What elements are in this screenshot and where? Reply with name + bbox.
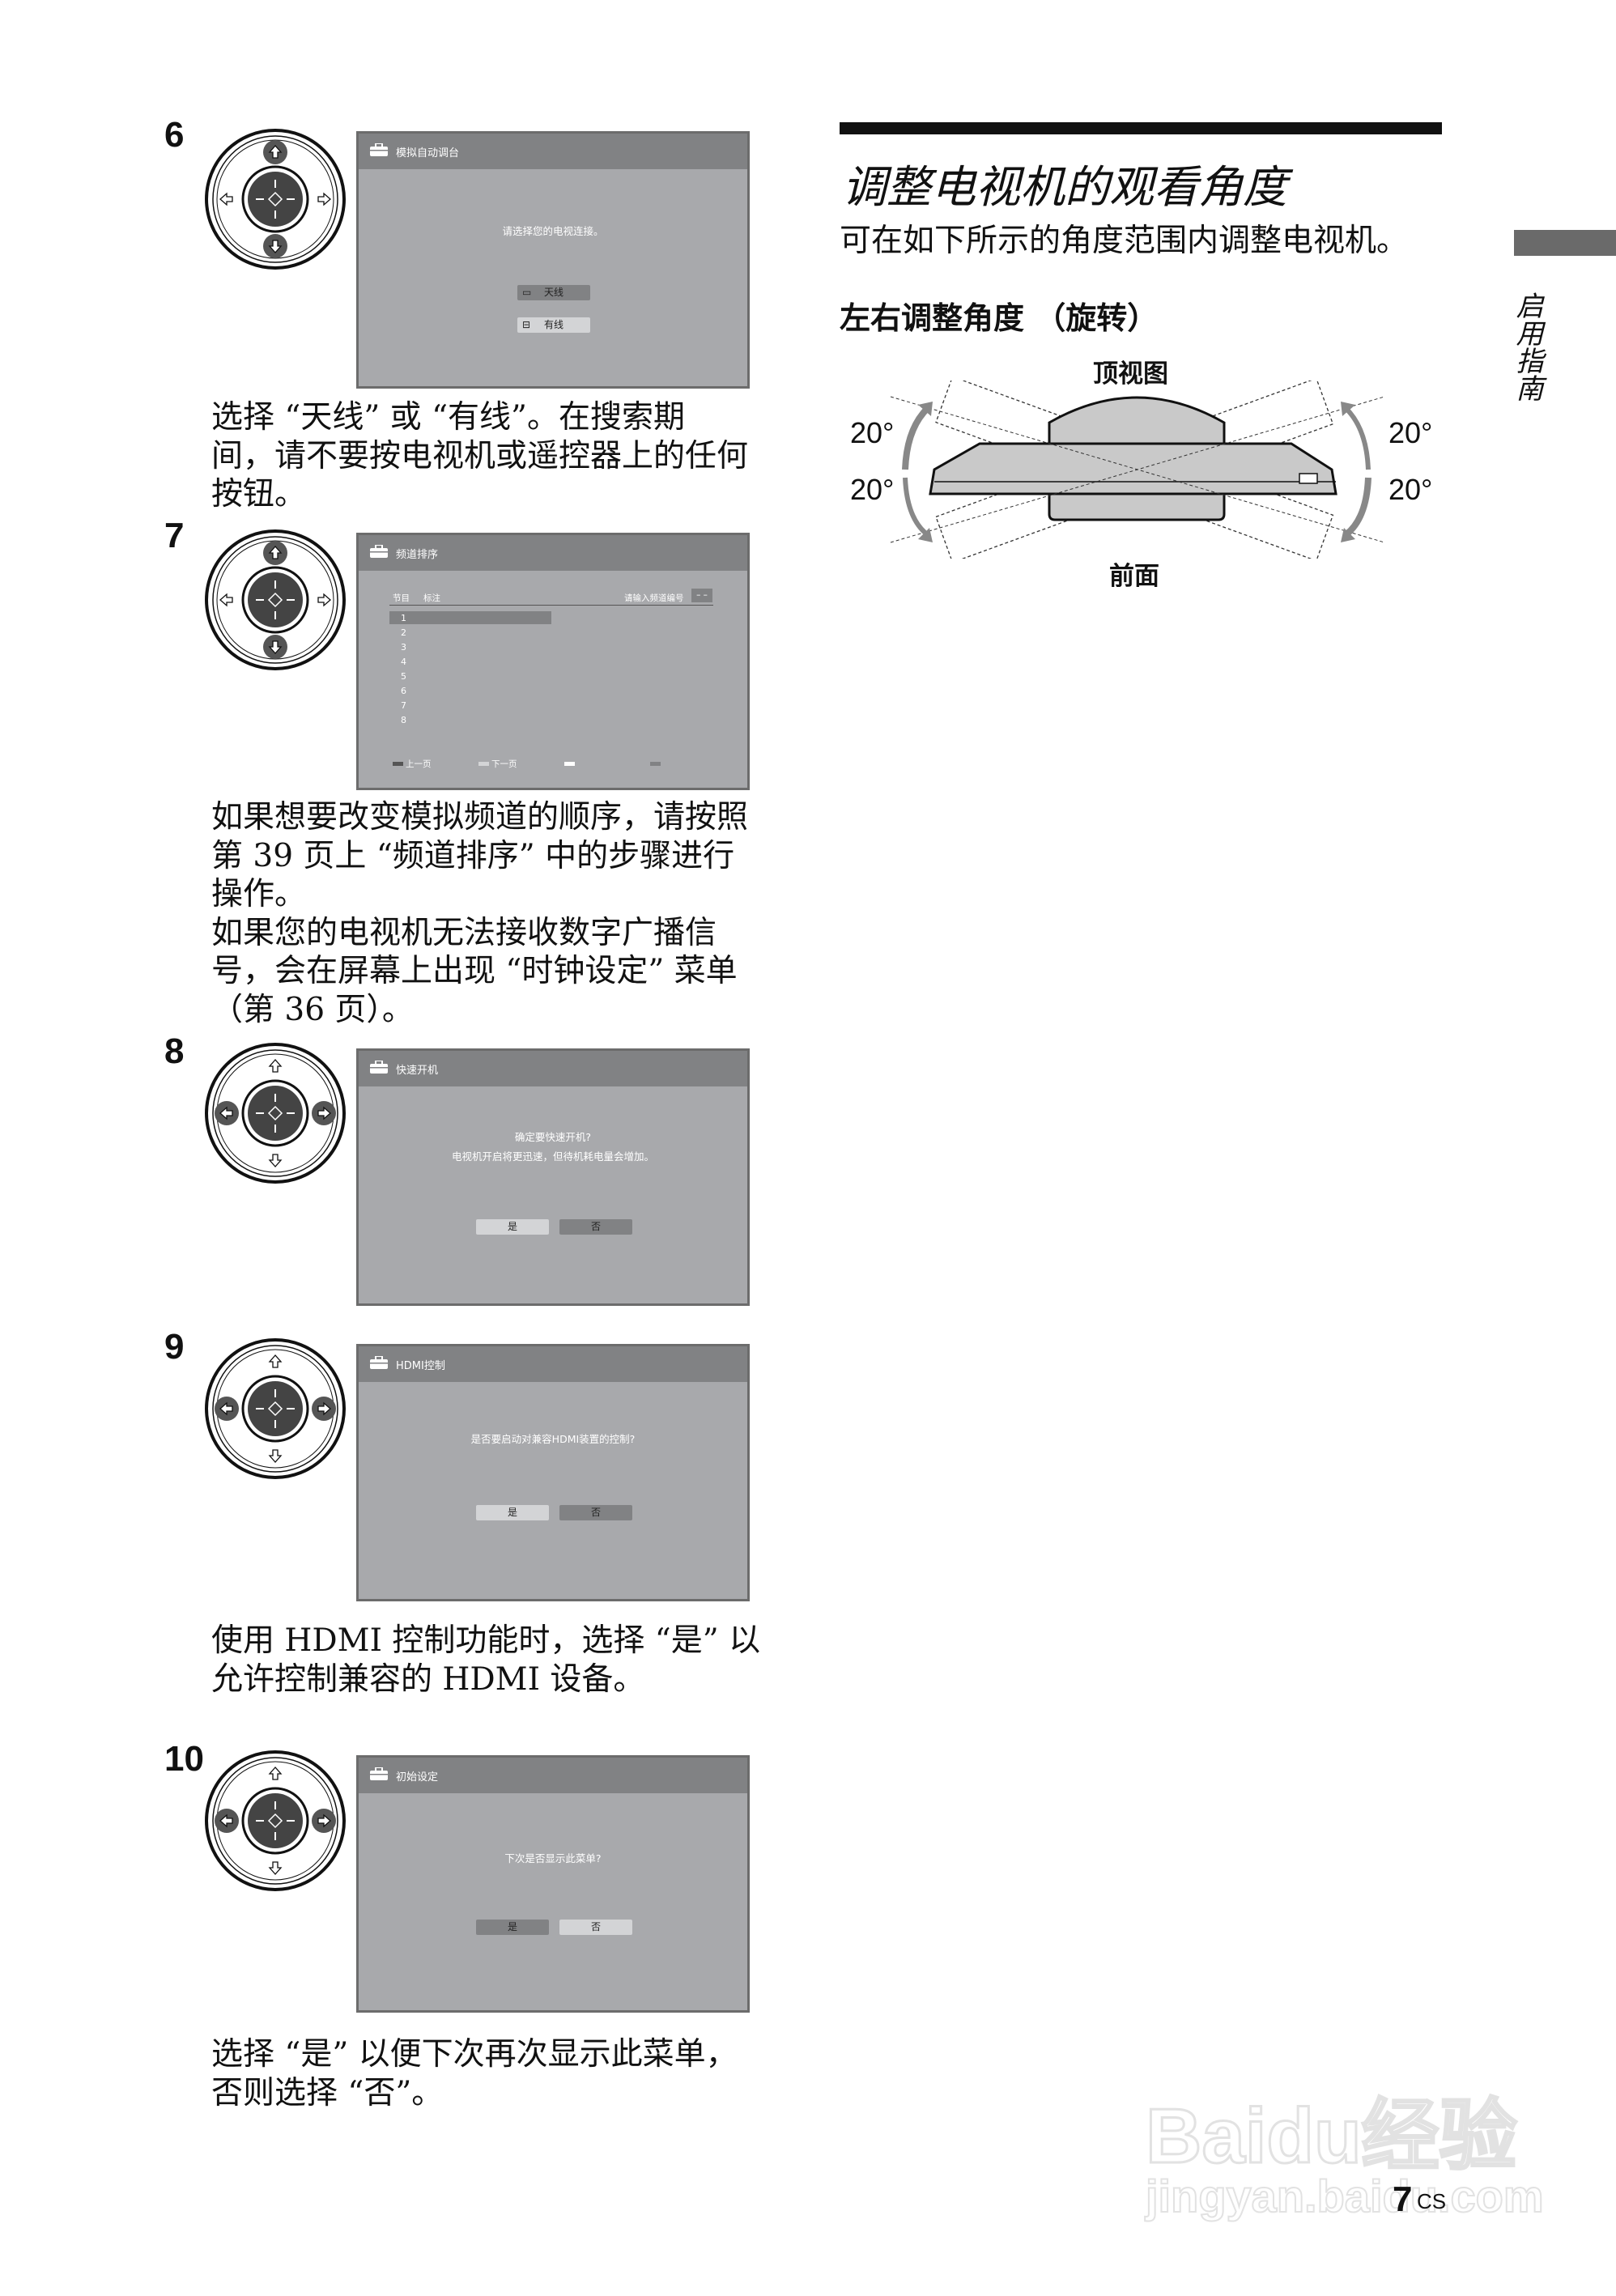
row-highlight: [389, 611, 551, 624]
tv-screen-hdmi-control: HDMI控制 是否要启动对兼容HDMI装置的控制? 是 否: [356, 1344, 750, 1601]
screen-header: HDMI控制: [359, 1346, 747, 1382]
step-number: 7: [164, 516, 185, 555]
toolbox-icon: [370, 1356, 388, 1369]
screen-message: 是否要启动对兼容HDMI装置的控制?: [470, 1433, 636, 1445]
tv-swivel-diagram: [890, 381, 1385, 559]
side-tab-label: 启用指南: [1511, 291, 1543, 402]
subsection-heading: 左右调整角度 （旋转）: [840, 300, 1159, 336]
baidu-watermark-url: jingyan.baidu.com: [1145, 2170, 1545, 2222]
option-label: 天线: [543, 287, 563, 298]
no-button[interactable]: 否: [559, 1505, 632, 1520]
step-7-text: 如果想要改变模拟频道的顺序，请按照第 39 页上 “频道排序” 中的步骤进行操作…: [211, 799, 749, 1028]
yes-button[interactable]: 是: [476, 1219, 549, 1235]
rotate-arrow-right-down: [1344, 477, 1371, 538]
screen-title: 模拟自动调台: [396, 147, 460, 159]
option-cable[interactable]: ⊟ 有线: [517, 317, 590, 333]
channel-row[interactable]: 6: [401, 686, 406, 696]
yes-button[interactable]: 是: [476, 1505, 549, 1520]
tv-body: [929, 442, 1337, 495]
screen-title: 初始设定: [396, 1771, 439, 1784]
screen-title: HDMI控制: [396, 1360, 445, 1372]
angle-label: 20°: [850, 473, 895, 506]
screen-message: 电视机开启将更迅速，但待机耗电量会增加。: [451, 1150, 654, 1163]
column-label: 标注: [423, 593, 440, 603]
channel-number-input[interactable]: – –: [691, 589, 712, 602]
screen-header: 快速开机: [359, 1051, 747, 1086]
cable-icon: ⊟: [522, 319, 531, 330]
angle-label: 20°: [850, 416, 895, 449]
column-program: 节目: [393, 593, 410, 603]
section-rule: [840, 122, 1442, 134]
step-number: 6: [164, 115, 185, 155]
tv-screen-initial-setup: 初始设定 下次是否显示此菜单? 是 否: [356, 1755, 750, 2013]
step-number: 10: [164, 1739, 204, 1779]
toolbox-icon: [370, 143, 388, 156]
channel-row[interactable]: 5: [401, 671, 406, 682]
channel-row[interactable]: 7: [401, 700, 406, 711]
channel-row[interactable]: 8: [401, 715, 406, 725]
remote-dpad-icon: [204, 1042, 347, 1184]
channel-row[interactable]: 2: [401, 627, 406, 638]
yellow-key-icon: [564, 762, 575, 766]
diagram-top-label: 顶视图: [1093, 359, 1168, 389]
diagram-front-label: 前面: [1109, 562, 1159, 591]
footer-next-page: 下一页: [491, 759, 517, 769]
angle-label: 20°: [1388, 416, 1433, 449]
option-label: 有线: [543, 319, 563, 330]
remote-dpad-icon: [204, 128, 347, 270]
side-tab-marker: [1514, 230, 1616, 256]
step-9-text: 使用 HDMI 控制功能时，选择 “是” 以允许控制兼容的 HDMI 设备。: [211, 1622, 761, 1698]
section-subtitle: 可在如下所示的角度范围内调整电视机。: [840, 223, 1409, 259]
screen-header: 模拟自动调台: [359, 134, 747, 169]
tv-screen-auto-tuning: 模拟自动调台 请选择您的电视连接。 ▭ 天线 ⊟ 有线: [356, 131, 750, 389]
screen-title: 快速开机: [396, 1065, 439, 1077]
no-button[interactable]: 否: [559, 1219, 632, 1235]
toolbox-icon: [370, 1061, 388, 1074]
blue-key-icon: [650, 762, 661, 766]
no-button[interactable]: 否: [559, 1920, 632, 1935]
yes-button[interactable]: 是: [476, 1920, 549, 1935]
page-locale: CS: [1417, 2189, 1447, 2213]
step-number: 9: [164, 1327, 185, 1367]
step-number: 8: [164, 1031, 185, 1071]
channel-number-label: 请输入频道编号: [624, 593, 684, 603]
footer-prev-page: 上一页: [406, 759, 432, 769]
step-6-text: 选择 “天线” 或 “有线”。在搜索期间，请不要按电视机或遥控器上的任何按钮。: [211, 399, 749, 512]
green-key-icon: [478, 762, 489, 766]
option-antenna[interactable]: ▭ 天线: [517, 285, 590, 300]
screen-message: 下次是否显示此菜单?: [504, 1852, 602, 1864]
screen-header: 频道排序: [359, 535, 747, 571]
baidu-watermark-logo: Baidu经验: [1145, 2092, 1519, 2181]
rotate-arrow-left-down: [903, 477, 929, 537]
screen-title: 频道排序: [396, 549, 439, 561]
remote-dpad-icon: [204, 529, 347, 671]
angle-label: 20°: [1388, 473, 1433, 506]
page-number: 7: [1393, 2179, 1413, 2219]
toolbox-icon: [370, 1767, 388, 1780]
remote-dpad-icon: [204, 1337, 347, 1480]
step-10-text: 选择 “是” 以便下次再次显示此菜单，否则选择 “否”。: [211, 2036, 738, 2111]
toolbox-icon: [370, 545, 388, 558]
red-key-icon: [393, 762, 403, 766]
antenna-icon: ▭: [522, 287, 532, 298]
channel-row[interactable]: 4: [401, 657, 406, 667]
screen-message: 请选择您的电视连接。: [502, 225, 604, 237]
rotate-arrow-right-up: [1344, 406, 1371, 470]
section-title: 调整电视机的观看角度: [842, 161, 1288, 213]
header-divider: [389, 605, 713, 606]
channel-row[interactable]: 3: [401, 642, 406, 653]
channel-row[interactable]: 1: [401, 613, 406, 623]
remote-dpad-icon: [204, 1750, 347, 1892]
screen-message: 确定要快速开机?: [514, 1131, 592, 1143]
screen-header: 初始设定: [359, 1758, 747, 1793]
tv-screen-channel-sort: 频道排序 节目 标注 请输入频道编号 – – 1 2 3 4 5 6 7 8 上一页 下一页: [356, 533, 750, 790]
rotate-arrow-left-up: [902, 406, 929, 470]
tv-screen-quick-start: 快速开机 确定要快速开机? 电视机开启将更迅速，但待机耗电量会增加。 是 否: [356, 1048, 750, 1306]
